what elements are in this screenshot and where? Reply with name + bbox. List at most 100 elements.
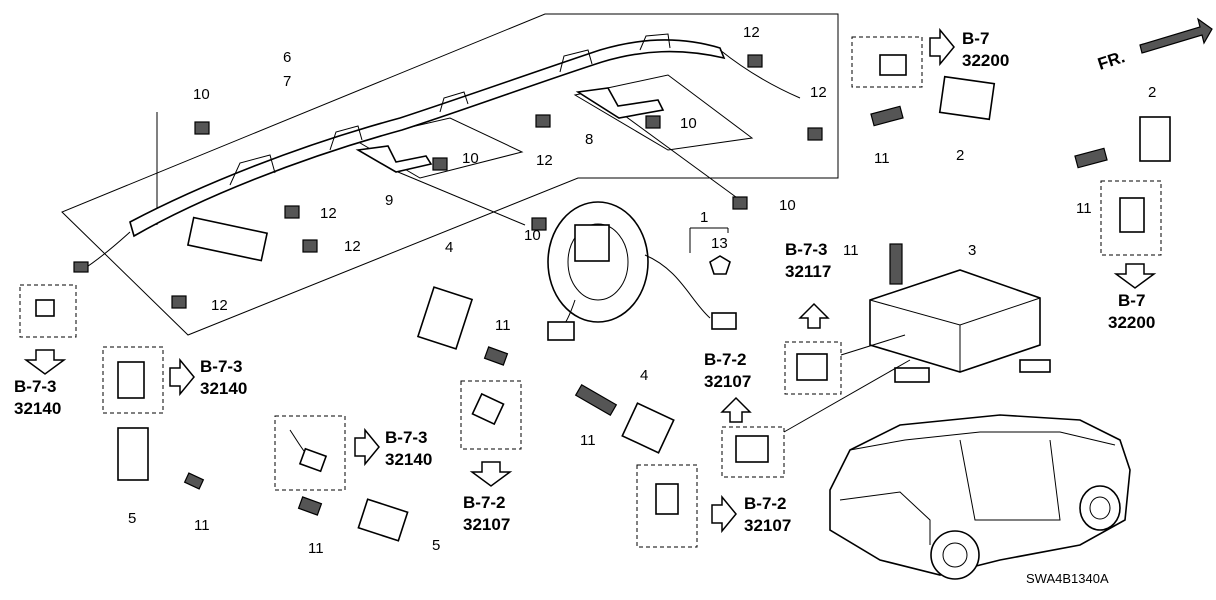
bolt-10-b[interactable] — [432, 157, 448, 171]
ref-code[interactable]: 32200 — [962, 51, 1009, 70]
curtain-airbag-module[interactable] — [129, 39, 726, 238]
inflator-wire — [81, 231, 131, 271]
bolt-10-a[interactable] — [194, 121, 210, 135]
bolt-12-e[interactable] — [302, 239, 318, 253]
ref-page[interactable]: B-7 — [962, 29, 989, 48]
ref-page[interactable]: B-7-3 — [14, 377, 57, 396]
connector-plug — [35, 299, 55, 317]
ref-page[interactable]: B-7-3 — [200, 357, 243, 376]
ref-arrow-down — [23, 349, 67, 375]
part-label-11: 11 — [1076, 200, 1092, 217]
connector-plug — [471, 392, 505, 426]
connector-callout-box — [636, 464, 698, 548]
part-label-10: 10 — [680, 115, 697, 132]
connector-callout-box — [721, 426, 785, 478]
ref-arrow-up — [798, 302, 830, 329]
connector-callout-box — [851, 36, 923, 88]
ref-code[interactable]: 32140 — [200, 379, 247, 398]
bolt-12-a[interactable] — [747, 54, 763, 68]
front-direction-marker: FR. — [1095, 17, 1213, 74]
connector-plug — [879, 54, 907, 76]
part-label-2: 2 — [1148, 84, 1156, 101]
part-label-5: 5 — [128, 510, 136, 527]
bolt-11[interactable] — [889, 243, 903, 285]
ref-page[interactable]: B-7-3 — [785, 240, 828, 259]
part-label-12: 12 — [320, 205, 337, 222]
inflator-connector — [73, 261, 89, 273]
front-marker-label: FR. — [1095, 47, 1127, 74]
part-label-6: 6 — [283, 49, 291, 66]
leader-line — [397, 171, 526, 226]
bolt-10-e[interactable] — [531, 217, 547, 231]
part-label-4: 4 — [445, 239, 453, 256]
bolt-11[interactable] — [574, 383, 618, 417]
ref-code[interactable]: 32107 — [744, 516, 791, 535]
part-label-12: 12 — [536, 152, 553, 169]
part-label-7: 7 — [283, 73, 291, 90]
curtain-airbag-group-outline — [61, 13, 839, 336]
part-label-3: 3 — [968, 242, 976, 259]
ref-code[interactable]: 32107 — [704, 372, 751, 391]
clockspring-1[interactable] — [547, 201, 737, 341]
ref-code[interactable]: 32140 — [385, 450, 432, 469]
satellite-sensor-2[interactable] — [938, 75, 996, 121]
bolt-12-f[interactable] — [171, 295, 187, 309]
part-label-1: 1 — [700, 209, 708, 226]
vehicle-illustration — [829, 414, 1131, 580]
connector-plug — [1119, 197, 1145, 233]
ref-page[interactable]: B-7-3 — [385, 428, 428, 447]
part-label-11: 11 — [495, 317, 511, 334]
srs-unit-3[interactable] — [869, 269, 1051, 383]
ref-arrow-right — [354, 427, 380, 467]
part-label-11: 11 — [874, 150, 890, 167]
bolt-11[interactable] — [1074, 147, 1108, 169]
connector-callout-box — [274, 415, 346, 491]
bolt-12-b[interactable] — [807, 127, 823, 141]
side-impact-sensor-5[interactable] — [117, 427, 149, 481]
ref-arrow-right — [711, 494, 737, 534]
satellite-sensor-2[interactable] — [1139, 116, 1171, 162]
bolt-11[interactable] — [483, 346, 509, 366]
front-impact-sensor-4[interactable] — [621, 402, 675, 454]
bolt-11[interactable] — [183, 472, 205, 490]
ref-code[interactable]: 32200 — [1108, 313, 1155, 332]
part-label-5: 5 — [432, 537, 440, 554]
ref-arrow-down — [1113, 263, 1157, 289]
airbag-tether — [719, 49, 801, 99]
ref-page[interactable]: B-7 — [1118, 291, 1145, 310]
bolt-12-c[interactable] — [535, 114, 551, 128]
clip-13[interactable] — [709, 255, 731, 275]
part-label-11: 11 — [308, 540, 324, 557]
ref-page[interactable]: B-7-2 — [744, 494, 787, 513]
ref-arrow-right — [929, 27, 955, 67]
connector-plug — [796, 353, 828, 381]
bolt-11[interactable] — [870, 105, 904, 127]
connector-callout-box — [784, 341, 842, 395]
ref-page[interactable]: B-7-2 — [704, 350, 747, 369]
connector-plug — [655, 483, 679, 515]
leader-line — [609, 104, 741, 201]
diagram-code: SWA4B1340A — [1026, 571, 1109, 586]
ref-code[interactable]: 32107 — [463, 515, 510, 534]
part-label-2: 2 — [956, 147, 964, 164]
connector-callout-box — [460, 380, 522, 450]
ref-code[interactable]: 32140 — [14, 399, 61, 418]
part-label-10: 10 — [193, 86, 210, 103]
bolt-11[interactable] — [297, 496, 323, 516]
bracket-8 — [575, 87, 665, 119]
connector-plug — [735, 435, 769, 463]
connector-plug — [117, 361, 145, 399]
ref-page[interactable]: B-7-2 — [463, 493, 506, 512]
part-label-12: 12 — [810, 84, 827, 101]
side-impact-sensor-5[interactable] — [357, 498, 409, 542]
bracket-8-group-outline — [573, 74, 754, 151]
bolt-10-d[interactable] — [732, 196, 748, 210]
part-label-12: 12 — [344, 238, 361, 255]
ref-code[interactable]: 32117 — [785, 262, 831, 281]
bolt-10-c[interactable] — [645, 115, 661, 129]
front-impact-sensor-4[interactable] — [416, 286, 474, 350]
bolt-12-d[interactable] — [284, 205, 300, 219]
ref-arrow-down — [469, 461, 513, 487]
part-label-8: 8 — [585, 131, 593, 148]
bracket-9 — [355, 145, 433, 173]
